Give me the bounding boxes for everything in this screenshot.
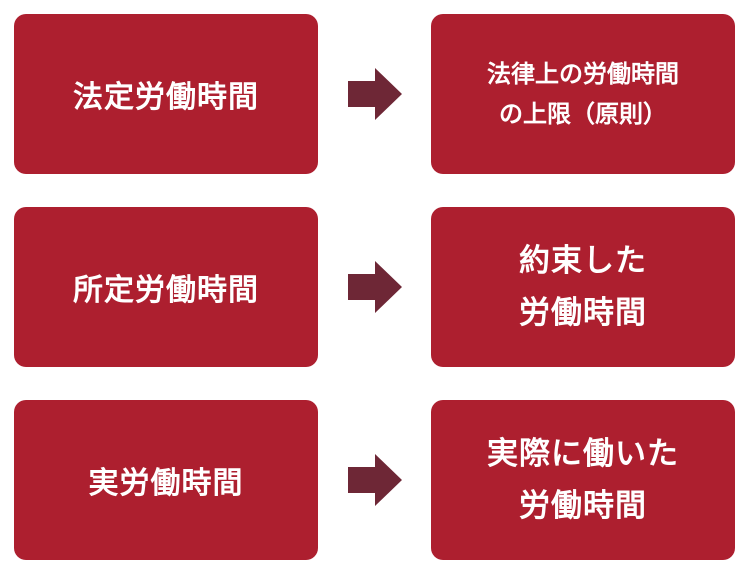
term-box-actual: 実労働時間 bbox=[14, 400, 318, 560]
term-label: 所定労働時間 bbox=[73, 273, 259, 308]
meaning-line: 実際に働いた bbox=[487, 436, 679, 472]
meaning-line: の上限（原則） bbox=[499, 100, 667, 128]
term-label: 法定労働時間 bbox=[73, 80, 259, 115]
meaning-line: 労働時間 bbox=[519, 488, 647, 524]
meaning-box-statutory: 法律上の労働時間 の上限（原則） bbox=[431, 14, 735, 174]
term-box-scheduled: 所定労働時間 bbox=[14, 207, 318, 367]
meaning-line: 労働時間 bbox=[519, 295, 647, 331]
arrow-right-icon bbox=[348, 454, 402, 506]
meaning-line: 法律上の労働時間 bbox=[487, 60, 679, 88]
meaning-line: 約束した bbox=[519, 243, 647, 279]
arrow-right-icon bbox=[348, 68, 402, 120]
term-label: 実労働時間 bbox=[88, 466, 244, 501]
meaning-box-actual: 実際に働いた 労働時間 bbox=[431, 400, 735, 560]
term-box-statutory: 法定労働時間 bbox=[14, 14, 318, 174]
meaning-box-scheduled: 約束した 労働時間 bbox=[431, 207, 735, 367]
arrow-right-icon bbox=[348, 261, 402, 313]
